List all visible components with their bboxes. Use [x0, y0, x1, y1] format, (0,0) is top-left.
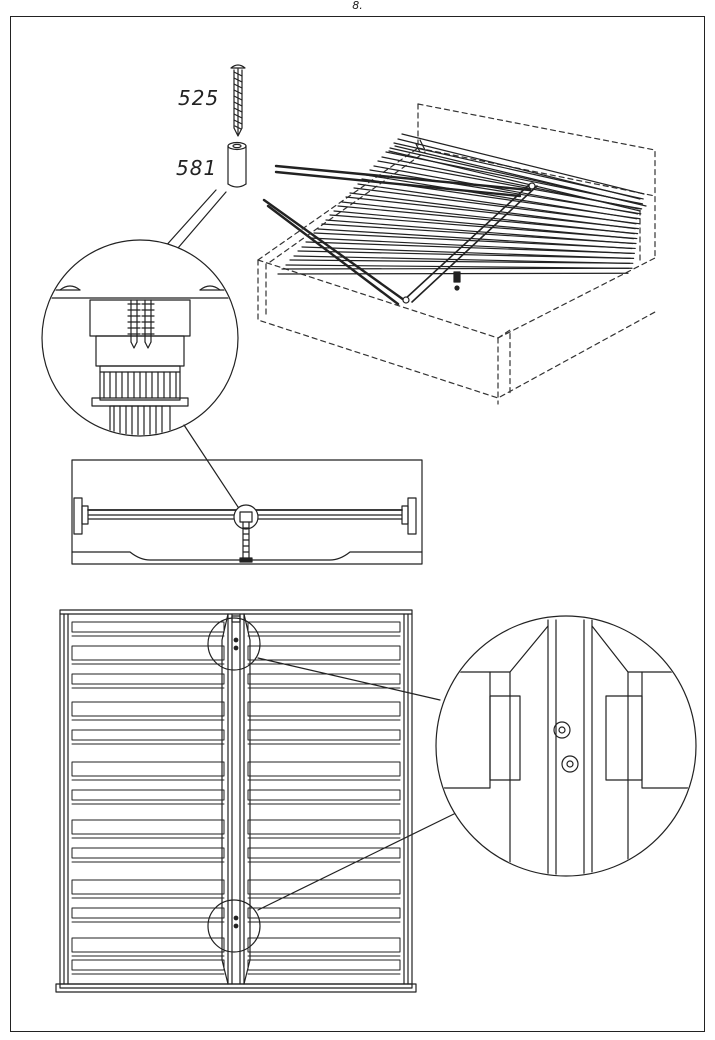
- plan-slat: [247, 819, 401, 835]
- iso-slat: [293, 250, 635, 264]
- plan-slat: [247, 621, 401, 633]
- plan-slat: [247, 847, 401, 859]
- plan-slat: [247, 879, 401, 895]
- plan-slat: [71, 645, 225, 661]
- plan-slat: [71, 959, 225, 971]
- plan-slat: [71, 879, 225, 895]
- leg-detail-magnified: [41, 239, 239, 437]
- part-label-581: 581: [176, 156, 218, 180]
- part-label-525: 525: [178, 86, 220, 110]
- plan-slat: [71, 701, 225, 717]
- plan-slat: [247, 729, 401, 741]
- plan-slat: [71, 789, 225, 801]
- screw-525-icon: [230, 64, 246, 137]
- instruction-sheet-border: [10, 16, 705, 1032]
- plan-slat: [71, 937, 225, 953]
- plan-slat: [71, 847, 225, 859]
- plan-slat: [71, 621, 225, 633]
- plan-slat: [71, 907, 225, 919]
- plan-slat: [71, 673, 225, 685]
- plan-slat: [247, 645, 401, 661]
- plan-slat: [247, 907, 401, 919]
- iso-slat: [317, 223, 637, 250]
- plan-slat: [247, 937, 401, 953]
- plan-slat: [71, 729, 225, 741]
- slat-frame-isometric: [257, 103, 656, 405]
- plan-slat: [247, 959, 401, 971]
- plan-slat: [247, 701, 401, 717]
- plan-slat: [247, 761, 401, 777]
- top-plan-view: [55, 609, 459, 993]
- plan-slat: [247, 789, 401, 801]
- step-number: 8.: [352, 0, 363, 12]
- plan-slat: [71, 761, 225, 777]
- leader-leg-to-elevation: [183, 424, 241, 511]
- iso-slat: [285, 259, 634, 269]
- side-elevation: [71, 459, 423, 565]
- plan-slat: [247, 673, 401, 685]
- plan-slat: [71, 819, 225, 835]
- center-rail-detail-magnified: [435, 615, 697, 877]
- spacer-581-icon: [227, 141, 247, 188]
- iso-slat: [277, 267, 633, 275]
